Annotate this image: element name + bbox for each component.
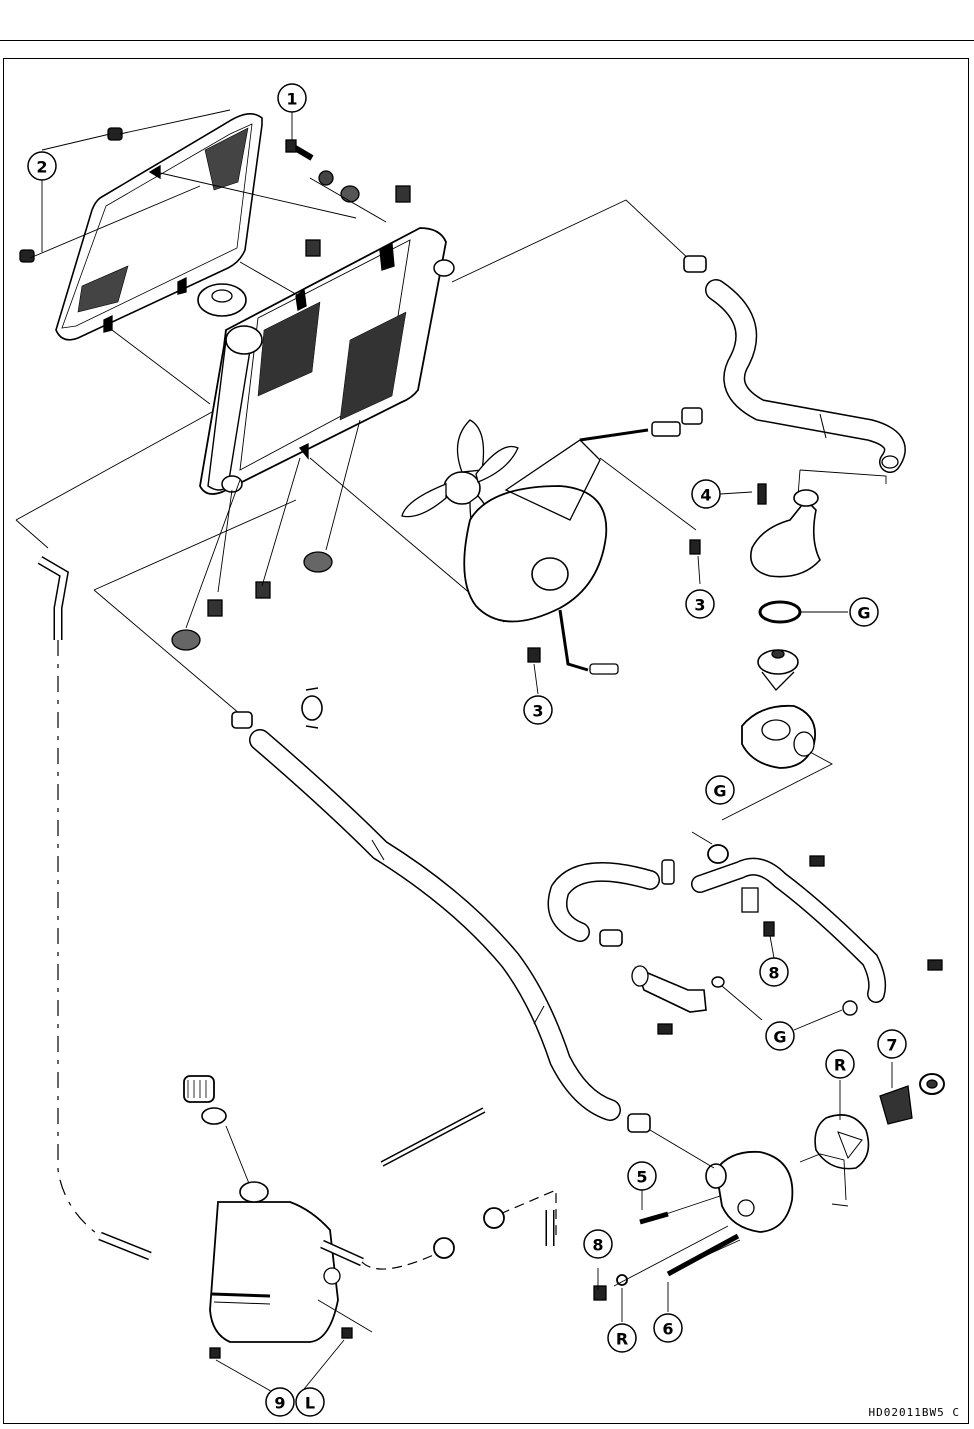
callout-label-G-a: G	[857, 604, 870, 623]
tank-bolt-right	[342, 1328, 352, 1338]
callout-label-G-c: G	[773, 1028, 786, 1047]
water-pipe	[700, 867, 877, 994]
hose-clamp-upper	[684, 256, 706, 272]
o-ring-pipe-right	[843, 1001, 857, 1015]
hose-clamp-lower	[628, 1114, 650, 1132]
water-pipe-hose-left	[558, 872, 651, 932]
pipe-bolt-right	[928, 960, 942, 970]
o-ring-pipe-upper	[708, 845, 728, 863]
reserve-tank-cap	[184, 1076, 214, 1102]
radiator	[200, 228, 454, 494]
callout-label-L: L	[305, 1394, 315, 1413]
o-ring-joint	[712, 977, 724, 987]
reserve-tank-cap-seal	[202, 1108, 226, 1124]
thermostat-housing	[742, 706, 815, 768]
callout-label-5: 5	[636, 1168, 647, 1187]
leader-fan-right	[600, 458, 696, 530]
callout-label-R-b: R	[616, 1330, 628, 1349]
drain-bolt-8	[594, 1286, 606, 1300]
pipe-joint-bolt	[658, 1024, 672, 1034]
pipe-bolt-8	[764, 922, 774, 936]
water-pump-seal	[920, 1074, 944, 1094]
nut-lower-mid	[256, 582, 270, 598]
hose-clamp-pipe	[600, 930, 622, 946]
figure-code: HD02011BW5 C	[869, 1406, 960, 1419]
callout-label-7: 7	[886, 1036, 897, 1055]
screen-bolt-lower	[20, 250, 34, 262]
wire-clip	[302, 688, 322, 728]
nut-lower-left	[208, 600, 222, 616]
callout-label-6: 6	[662, 1320, 673, 1339]
callout-label-1: 1	[286, 90, 297, 109]
callout-label-3b: 3	[532, 702, 543, 721]
screen-bolt-upper	[108, 128, 122, 140]
reserve-tank	[210, 1182, 340, 1342]
cable-tie	[382, 1110, 484, 1164]
fan-bolt-right	[690, 540, 700, 554]
tank-bolt-left	[210, 1348, 220, 1358]
nut-mid	[306, 240, 320, 256]
collar	[319, 171, 333, 185]
pipe-bolt-upper	[810, 856, 824, 866]
hose-clamp-mid	[232, 712, 252, 728]
callout-label-8a: 8	[768, 964, 779, 983]
fan-shroud-motor	[464, 408, 702, 674]
thermostat-o-ring	[760, 602, 800, 622]
nut-upper	[396, 186, 410, 202]
hose-grommet-left	[434, 1238, 454, 1258]
thermostat-bolt	[758, 484, 766, 504]
hose-grommet-right	[484, 1208, 504, 1228]
grommet-lower-left	[172, 630, 200, 650]
water-pump-body	[706, 1152, 792, 1232]
radiator-cap	[198, 284, 246, 316]
callout-label-8b: 8	[592, 1236, 603, 1255]
leader-upper-hose	[800, 470, 886, 484]
radiator-bolt	[286, 140, 312, 158]
callout-label-2: 2	[36, 158, 47, 177]
water-pump-impeller	[880, 1086, 912, 1124]
fan-bolt-lower	[528, 648, 540, 662]
callout-label-4: 4	[700, 486, 711, 505]
leader-pump-bolts	[614, 1196, 740, 1286]
grommet-upper	[341, 186, 359, 202]
callout-label-9: 9	[274, 1394, 285, 1413]
callout-label-3a: 3	[694, 596, 705, 615]
callout-label-R-a: R	[834, 1056, 846, 1075]
water-pump-cover-gasket	[815, 1115, 868, 1169]
thermostat	[758, 650, 798, 690]
upper-radiator-hose	[716, 290, 898, 468]
breather-hose	[40, 560, 150, 1256]
callout-label-G-b: G	[713, 782, 726, 801]
grommet-lower-right	[304, 552, 332, 572]
pipe-clamp-small	[662, 860, 674, 884]
water-pipe-joint	[632, 966, 706, 1012]
